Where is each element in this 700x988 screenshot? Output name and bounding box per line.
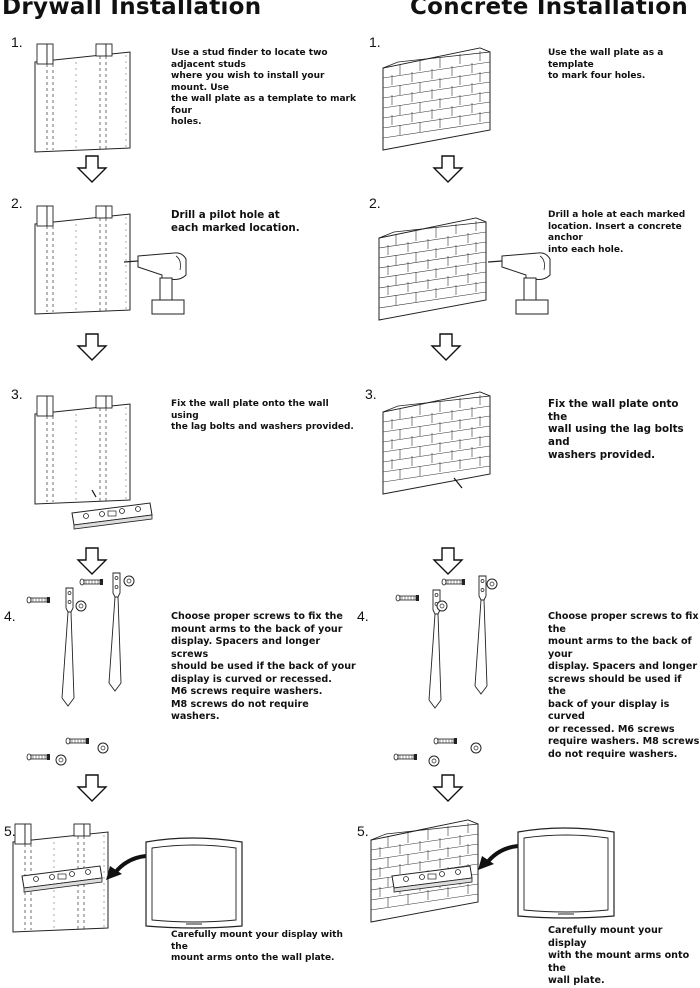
drywall-panel-icon [34, 205, 131, 315]
brick-wall-icon [382, 391, 491, 495]
drywall-title: Drywall Installation [2, 0, 262, 20]
screw-icon [395, 594, 420, 602]
washer-icon [436, 600, 448, 612]
screw-icon [65, 737, 90, 745]
concrete-step-2-text: Drill a hole at each marked location. In… [548, 210, 686, 255]
mount-arm-icon [61, 587, 75, 707]
screw-icon [79, 578, 104, 586]
screw-icon [26, 753, 51, 761]
cordless-drill-icon [123, 252, 187, 315]
concrete-step-3-text: Fix the wall plate onto the wall using t… [548, 398, 684, 461]
drywall-step-1-text: Use a stud finder to locate two adjacent… [171, 48, 356, 127]
tv-display-icon [517, 827, 615, 919]
drywall-panel-icon [34, 395, 131, 505]
concrete-step-2-number: 2. [369, 195, 381, 211]
pointer-arrow-icon [453, 477, 463, 489]
cordless-drill-icon [487, 252, 551, 315]
screw-icon [26, 596, 51, 604]
mount-arm-icon [474, 575, 488, 695]
drywall-step-4-number: 4. [4, 608, 16, 624]
illustrations [12, 43, 615, 933]
drywall-step-2-text: Drill a pilot hole at each marked locati… [171, 209, 300, 234]
drywall-panel-icon [34, 43, 131, 153]
washer-icon [470, 742, 482, 754]
drywall-step-3-number: 3. [11, 386, 23, 402]
down-arrow-icon [77, 333, 107, 361]
drywall-step-5-number: 5. [4, 823, 16, 839]
washer-icon [123, 575, 135, 587]
down-arrow-icon [433, 155, 463, 183]
pointer-arrow-icon [91, 489, 97, 498]
down-arrow-icon [77, 774, 107, 802]
down-arrow-icon [77, 155, 107, 183]
down-arrow-icon [433, 774, 463, 802]
drywall-step-2-number: 2. [11, 195, 23, 211]
curved-arrow-icon [476, 844, 520, 872]
concrete-step-1-number: 1. [369, 34, 381, 50]
washer-icon [55, 754, 67, 766]
drywall-step-5-text: Carefully mount your display with the mo… [171, 930, 343, 963]
tv-display-icon [145, 837, 243, 929]
mount-arm-icon [108, 572, 122, 692]
concrete-step-1-text: Use the wall plate as a template to mark… [548, 48, 664, 81]
down-arrow-icon [433, 547, 463, 575]
screw-icon [441, 578, 466, 586]
screw-icon [393, 753, 418, 761]
brick-wall-icon [382, 47, 491, 151]
concrete-step-4-number: 4. [357, 608, 369, 624]
down-arrow-icon [77, 547, 107, 575]
curved-arrow-icon [104, 854, 148, 882]
down-arrow-icon [431, 333, 461, 361]
washer-icon [428, 755, 440, 767]
drywall-step-1-number: 1. [11, 34, 23, 50]
washer-icon [75, 600, 87, 612]
brick-wall-icon [378, 217, 487, 321]
concrete-step-5-number: 5. [357, 823, 369, 839]
drywall-step-4-text: Choose proper screws to fix the mount ar… [171, 611, 356, 722]
screw-icon [433, 737, 458, 745]
concrete-title: Concrete Installation [410, 0, 689, 20]
drywall-step-3-text: Fix the wall plate onto the wall using t… [171, 399, 354, 432]
concrete-step-3-number: 3. [365, 386, 377, 402]
concrete-step-4-text: Choose proper screws to fix the mount ar… [548, 611, 700, 760]
washer-icon [486, 578, 498, 590]
washer-icon [97, 742, 109, 754]
wall-plate-icon [71, 502, 153, 530]
